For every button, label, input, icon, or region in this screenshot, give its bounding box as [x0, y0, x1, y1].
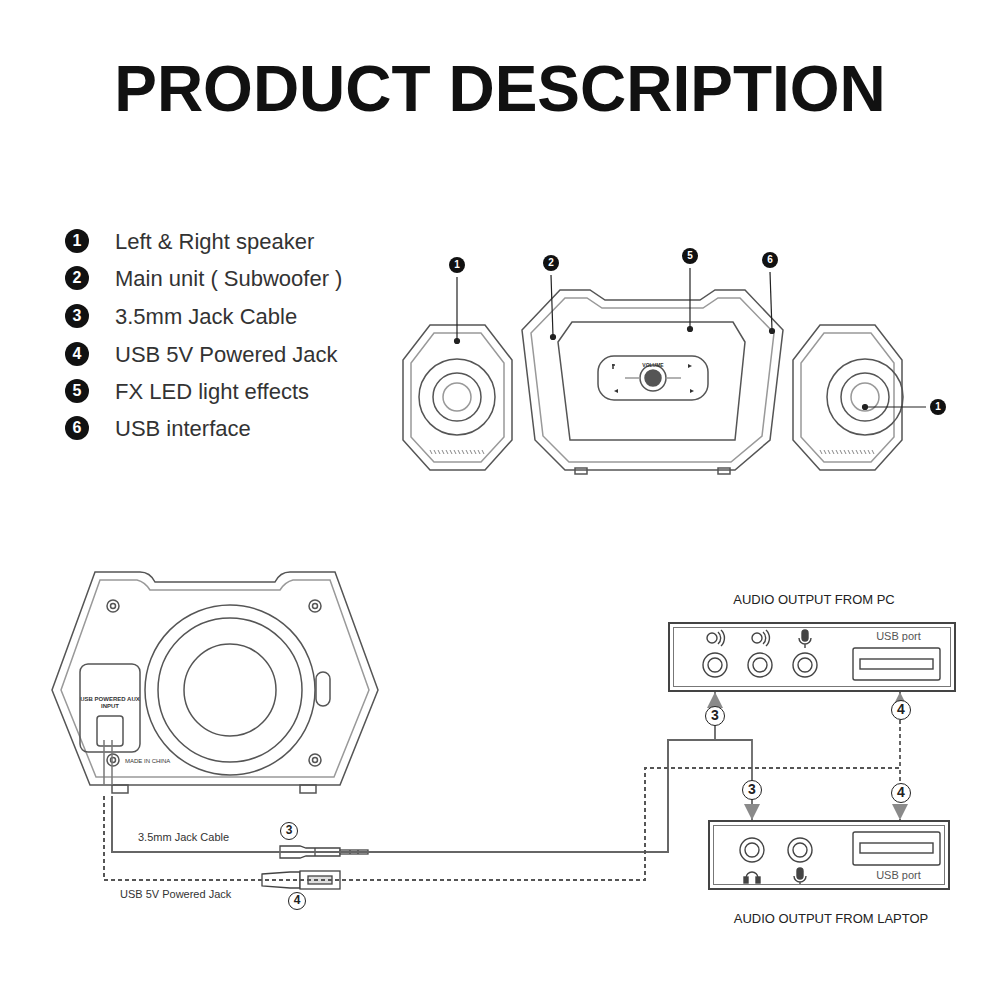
node-text: USB POWERED AUX INPUT: [80, 696, 140, 710]
callout-number: 6: [65, 416, 89, 440]
part-name: Main unit ( Subwoofer ): [115, 266, 342, 292]
page-title: PRODUCT DESCRIPTION: [0, 52, 1000, 126]
usb-cable: [104, 692, 900, 880]
cable-name: 3.5mm Jack Cable: [138, 831, 229, 843]
edge-callout: 3: [705, 706, 725, 726]
jack-cable: [112, 692, 715, 852]
callout-number: 3: [280, 822, 298, 840]
cable-name: USB 5V Powered Jack: [120, 888, 231, 900]
part-name: Left & Right speaker: [115, 229, 314, 255]
callout-number: 2: [65, 266, 89, 290]
node-text: MADE IN CHINA: [125, 758, 170, 764]
node-text: AUDIO OUTPUT FROM LAPTOP: [680, 911, 982, 926]
node-text: USB port: [855, 869, 942, 881]
laptop-audio-panel: USB portAUDIO OUTPUT FROM LAPTOP: [708, 820, 950, 890]
jack-cable: [112, 740, 752, 852]
callout-number: 4: [288, 892, 306, 910]
part-name: FX LED light effects: [115, 379, 309, 405]
callout-number: 1: [65, 229, 89, 253]
edge-callout: 4: [891, 783, 911, 803]
callout-number: 5: [682, 248, 698, 264]
pc-audio-panel: AUDIO OUTPUT FROM PCUSB port: [668, 622, 956, 692]
part-name: USB 5V Powered Jack: [115, 342, 338, 368]
callout-number: 6: [762, 252, 778, 268]
edge-callout: 4: [891, 700, 911, 720]
subwoofer-rear: USB POWERED AUX INPUT MADE IN CHINA: [50, 570, 380, 796]
callout-number: 1: [449, 257, 465, 273]
callout-number: 3: [65, 304, 89, 328]
panel-text: VOLUME: [633, 362, 673, 368]
usb-cable: [104, 768, 900, 880]
callout-number: 4: [65, 342, 89, 366]
edge-callout: 3: [742, 780, 762, 800]
node-text: AUDIO OUTPUT FROM PC: [640, 592, 988, 607]
part-name: 3.5mm Jack Cable: [115, 304, 297, 330]
node-text: USB port: [855, 630, 942, 642]
callout-number: 5: [65, 379, 89, 403]
part-name: USB interface: [115, 416, 251, 442]
callout-number: 1: [930, 399, 946, 415]
callout-number: 2: [543, 255, 559, 271]
